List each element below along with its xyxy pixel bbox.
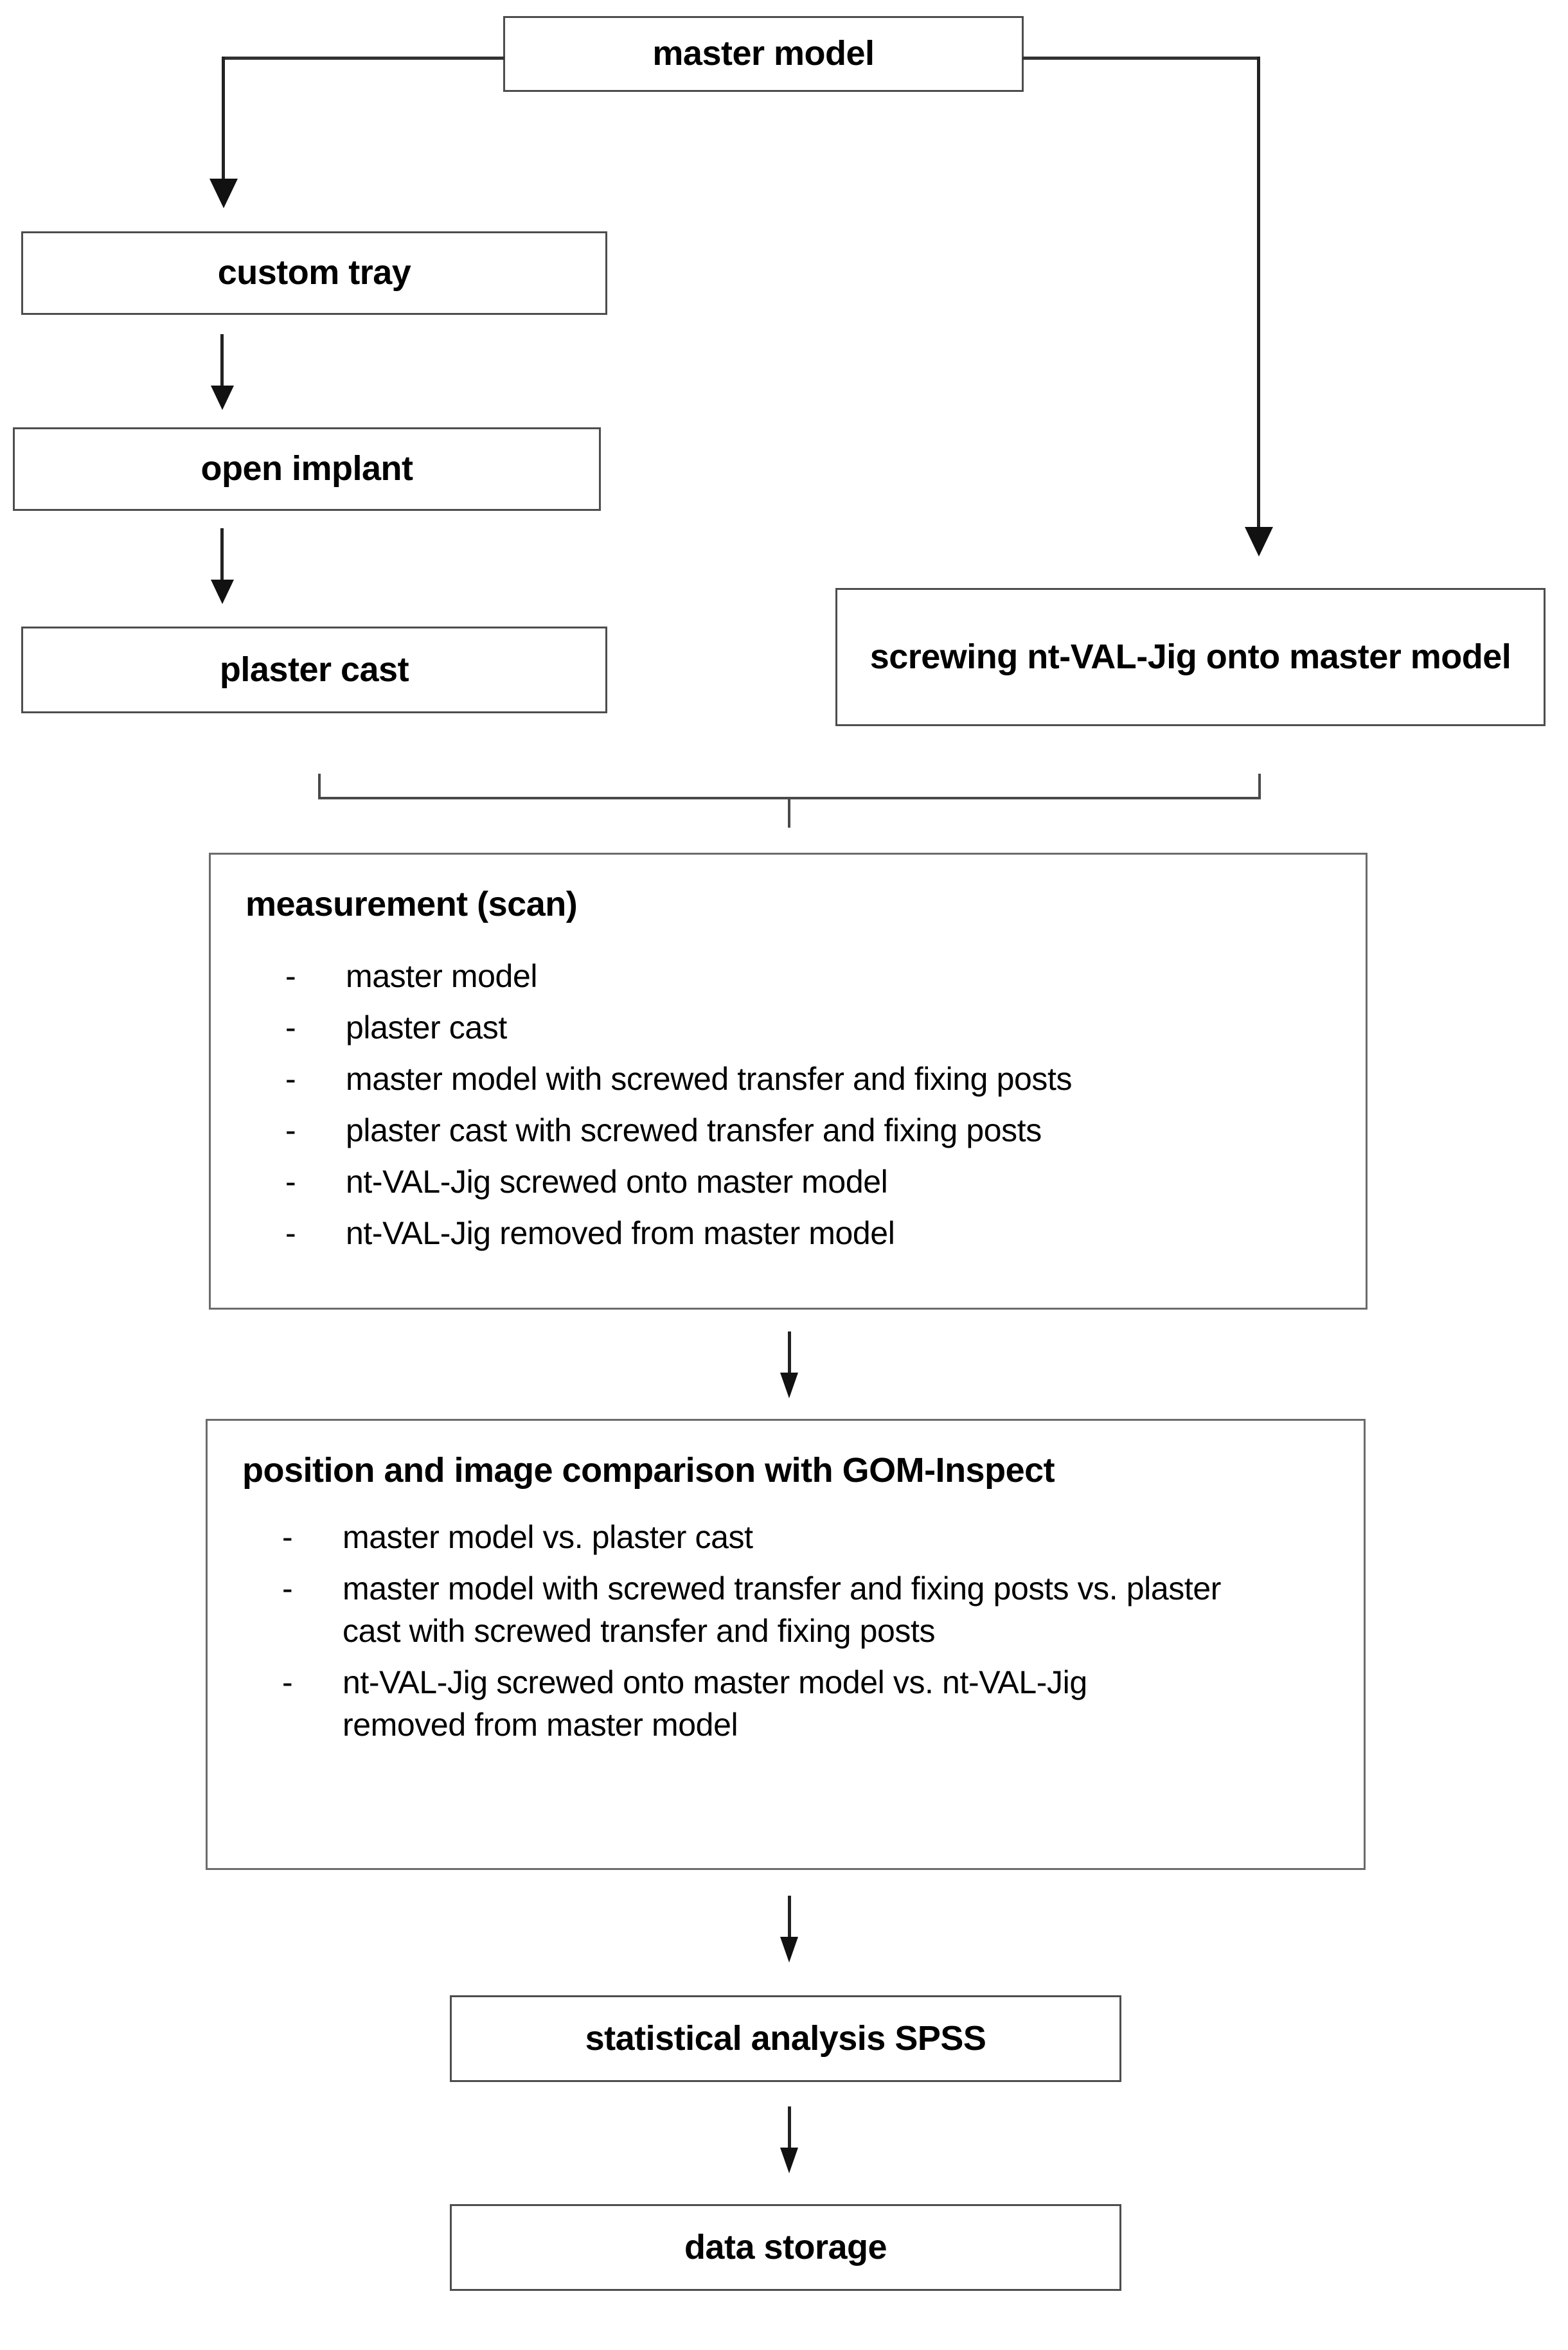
bullet-dash: - — [282, 1519, 293, 1555]
connector-statistics-to-data-storage — [788, 2106, 791, 2155]
node-custom-tray-label: custom tray — [217, 253, 411, 292]
merge-bracket-right-stem — [1258, 774, 1261, 799]
node-screwing-jig[interactable]: screwing nt-VAL-Jig onto master model — [835, 588, 1546, 726]
bullet-dash: - — [285, 1164, 296, 1200]
node-custom-tray[interactable]: custom tray — [21, 231, 607, 315]
arrowhead-to-plaster-cast — [211, 580, 234, 604]
connector-open-implant-to-plaster-cast — [220, 528, 224, 587]
list-item-text: nt-VAL-Jig screwed onto master model vs.… — [343, 1664, 1087, 1743]
merge-bracket-left-stem — [318, 774, 321, 799]
list-item-text: master model — [346, 958, 538, 994]
arrowhead-to-open-implant — [211, 386, 234, 410]
arrowhead-to-statistical-analysis — [780, 1937, 798, 1963]
bullet-dash: - — [282, 1664, 293, 1700]
connector-comparison-to-statistics — [788, 1896, 791, 1945]
panel-comparison-title: position and image comparison with GOM-I… — [242, 1451, 1055, 1490]
list-item-text: master model with screwed transfer and f… — [346, 1061, 1073, 1097]
list-item: - master model with screwed transfer and… — [236, 1058, 1340, 1100]
node-data-storage-label: data storage — [684, 2227, 887, 2266]
bullet-dash: - — [285, 1112, 296, 1148]
connector-master-to-right-horizontal — [1022, 57, 1260, 60]
list-item-text: plaster cast with screwed transfer and f… — [346, 1112, 1042, 1148]
list-item: - nt-VAL-Jig removed from master model — [236, 1212, 1340, 1254]
node-plaster-cast[interactable]: plaster cast — [21, 627, 607, 713]
list-item: - nt-VAL-Jig screwed onto master model — [236, 1161, 1340, 1203]
node-plaster-cast-label: plaster cast — [219, 650, 409, 689]
panel-measurement-title: measurement (scan) — [245, 885, 578, 923]
node-master-model[interactable]: master model — [503, 16, 1024, 92]
panel-measurement-list: - master model - plaster cast - master m… — [236, 955, 1340, 1254]
list-item-text: master model with screwed transfer and f… — [343, 1571, 1222, 1649]
list-item: - plaster cast — [236, 1006, 1340, 1049]
connector-master-to-right-vertical — [1257, 57, 1260, 532]
node-master-model-label: master model — [652, 34, 875, 73]
node-screwing-jig-label: screwing nt-VAL-Jig onto master model — [869, 637, 1511, 676]
node-open-implant[interactable]: open implant — [13, 427, 601, 511]
panel-position-image-comparison[interactable]: position and image comparison with GOM-I… — [206, 1419, 1366, 1870]
panel-measurement-scan[interactable]: measurement (scan) - master model - plas… — [209, 853, 1368, 1310]
node-data-storage[interactable]: data storage — [450, 2204, 1121, 2291]
list-item-text: plaster cast — [346, 1010, 507, 1046]
list-item-text: nt-VAL-Jig removed from master model — [346, 1215, 895, 1251]
bullet-dash: - — [282, 1571, 293, 1607]
bullet-dash: - — [285, 958, 296, 994]
bullet-dash: - — [285, 1061, 296, 1097]
list-item: - nt-VAL-Jig screwed onto master model v… — [233, 1661, 1338, 1746]
list-item: - plaster cast with screwed transfer and… — [236, 1109, 1340, 1152]
connector-measurement-to-comparison — [788, 1331, 791, 1382]
connector-custom-tray-to-open-implant — [220, 334, 224, 393]
arrowhead-to-data-storage — [780, 2148, 798, 2173]
panel-comparison-list: - master model vs. plaster cast - master… — [233, 1516, 1338, 1746]
merge-bracket-center-stem — [788, 797, 790, 828]
list-item: - master model with screwed transfer and… — [233, 1567, 1338, 1652]
list-item: - master model vs. plaster cast — [233, 1516, 1338, 1558]
node-statistical-analysis-label: statistical analysis SPSS — [585, 2018, 986, 2058]
node-open-implant-label: open implant — [200, 449, 414, 488]
connector-master-to-left-horizontal — [222, 57, 504, 60]
list-item-text: master model vs. plaster cast — [343, 1519, 753, 1555]
connector-master-to-left-vertical — [222, 57, 225, 184]
arrowhead-to-screwing-jig — [1245, 527, 1273, 556]
list-item-text: nt-VAL-Jig screwed onto master model — [346, 1164, 888, 1200]
list-item: - master model — [236, 955, 1340, 997]
bullet-dash: - — [285, 1215, 296, 1251]
node-statistical-analysis[interactable]: statistical analysis SPSS — [450, 1995, 1121, 2082]
bullet-dash: - — [285, 1010, 296, 1046]
arrowhead-to-custom-tray — [209, 179, 238, 208]
arrowhead-to-comparison-panel — [780, 1373, 798, 1398]
